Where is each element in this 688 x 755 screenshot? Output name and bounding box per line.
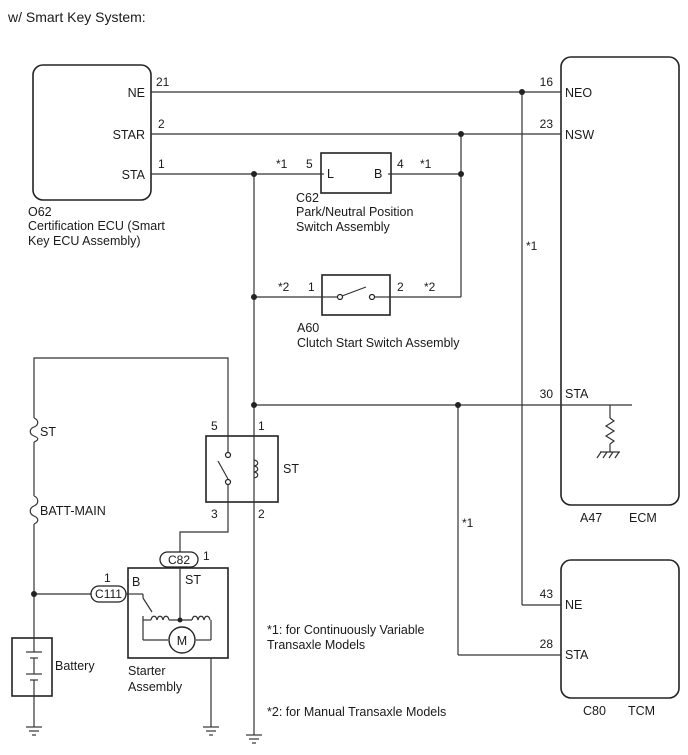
motor-icon	[168, 626, 196, 654]
note-1-line1: *1: for Continuously Variable	[267, 623, 425, 637]
relay-pin-1: 1	[258, 419, 265, 433]
batt-main-fuse-label: BATT-MAIN	[40, 504, 106, 518]
st-fuse-label: ST	[40, 425, 56, 439]
st-fuse-icon	[29, 417, 39, 443]
a47-pin-num-sta: 30	[540, 387, 554, 401]
c62-name-line2: Switch Assembly	[296, 220, 391, 234]
clutch-switch-icon	[322, 286, 390, 301]
relay-coil-icon	[253, 459, 259, 479]
ground-symbol	[203, 726, 219, 736]
ground-symbol	[246, 734, 262, 744]
o62-code: O62	[28, 205, 52, 219]
c62-pin-num-l: 5	[306, 157, 313, 171]
o62-pin-num-star: 2	[158, 117, 165, 131]
o62-pin-num-sta: 1	[158, 157, 165, 171]
o62-pin-ne: NE	[128, 86, 145, 100]
a60-code: A60	[297, 321, 319, 335]
a47-pin-num-neo: 16	[540, 75, 554, 89]
o62-name-line1: Certification ECU (Smart	[28, 219, 165, 233]
a47-pin-neo: NEO	[565, 86, 592, 100]
relay-pin-5: 5	[211, 419, 218, 433]
ground-symbol	[26, 726, 42, 736]
a60-note-left: *2	[278, 280, 290, 294]
c111-connector	[90, 585, 127, 603]
ecm-name: ECM	[629, 511, 657, 525]
c62-pin-b: B	[374, 167, 382, 181]
battery-icon	[26, 638, 42, 696]
relay-name: ST	[283, 462, 299, 476]
c62-note-right: *1	[420, 157, 432, 171]
starter-name-line2: Assembly	[128, 680, 183, 694]
c82-connector	[159, 551, 199, 568]
st-relay-box	[205, 435, 279, 503]
clutch-start-switch-box	[321, 274, 391, 316]
o62-pin-num-ne: 21	[156, 75, 170, 89]
ne-wire-note: *1	[526, 239, 538, 253]
a60-note-right: *2	[424, 280, 436, 294]
c82-pin-num: 1	[203, 549, 210, 563]
a47-code: A47	[580, 511, 602, 525]
starter-internal-icon	[128, 568, 212, 641]
relay-pin-2: 2	[258, 507, 265, 521]
c111-pin-num: 1	[104, 571, 111, 585]
starter-name-line1: Starter	[128, 664, 166, 678]
a60-pin-num-2: 2	[397, 280, 404, 294]
sta-wire-note: *1	[462, 516, 474, 530]
c80-pin-num-ne: 43	[540, 587, 554, 601]
park-neutral-switch-box	[320, 152, 392, 194]
c82-label: C82	[168, 553, 190, 567]
a47-pin-sta: STA	[565, 387, 589, 401]
c80-pin-ne: NE	[565, 598, 582, 612]
a60-pin-num-1: 1	[308, 280, 315, 294]
certification-ecu-box	[32, 64, 152, 201]
relay-switch-icon	[217, 436, 232, 502]
c80-pin-num-sta: 28	[540, 637, 554, 651]
starter-terminal-st: ST	[185, 573, 201, 587]
starter-terminal-b: B	[132, 575, 140, 589]
note-2: *2: for Manual Transaxle Models	[267, 705, 446, 719]
battery-label: Battery	[55, 659, 95, 673]
batt-main-fuse-icon	[29, 495, 39, 525]
note-1-line2: Transaxle Models	[267, 638, 365, 652]
c80-pin-sta: STA	[565, 648, 589, 662]
a47-pin-num-nsw: 23	[540, 117, 554, 131]
motor-label: M	[177, 634, 187, 648]
c62-code: C62	[296, 191, 319, 205]
c62-pin-l: L	[327, 167, 334, 181]
o62-pin-sta: STA	[122, 168, 146, 182]
c111-label: C111	[95, 587, 122, 601]
o62-pin-star: STAR	[113, 128, 145, 142]
tcm-name: TCM	[628, 704, 655, 718]
ecm-box	[560, 56, 680, 506]
wires	[33, 91, 632, 735]
c62-note-left: *1	[276, 157, 288, 171]
o62-name-line2: Key ECU Assembly)	[28, 234, 141, 248]
c62-pin-num-b: 4	[397, 157, 404, 171]
tcm-box	[560, 559, 680, 699]
battery-box	[11, 637, 53, 697]
c62-name-line1: Park/Neutral Position	[296, 205, 413, 219]
c80-code: C80	[583, 704, 606, 718]
a47-pin-nsw: NSW	[565, 128, 594, 142]
junction-dots	[31, 89, 525, 597]
relay-pin-3: 3	[211, 507, 218, 521]
a60-name: Clutch Start Switch Assembly	[297, 336, 460, 350]
diagram-title: w/ Smart Key System:	[7, 9, 146, 25]
